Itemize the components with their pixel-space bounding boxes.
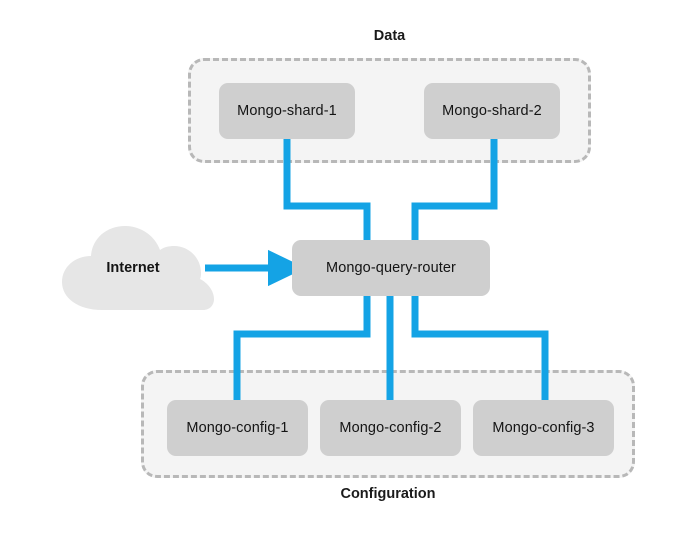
node-internet[interactable]	[58, 222, 218, 314]
group-title-data: Data	[373, 28, 406, 44]
node-internet-label: Internet	[106, 260, 160, 276]
node-mongo-query-router-label: Mongo-query-router	[326, 260, 456, 276]
node-mongo-shard-1[interactable]: Mongo-shard-1	[219, 83, 355, 139]
cloud-icon	[62, 226, 214, 310]
node-mongo-config-3-label: Mongo-config-3	[492, 420, 595, 436]
node-mongo-config-3[interactable]: Mongo-config-3	[473, 400, 614, 456]
node-mongo-shard-2-label: Mongo-shard-2	[442, 103, 542, 119]
node-mongo-config-1[interactable]: Mongo-config-1	[167, 400, 308, 456]
node-mongo-config-2[interactable]: Mongo-config-2	[320, 400, 461, 456]
node-mongo-shard-2[interactable]: Mongo-shard-2	[424, 83, 560, 139]
node-mongo-shard-1-label: Mongo-shard-1	[237, 103, 337, 119]
node-mongo-config-1-label: Mongo-config-1	[186, 420, 289, 436]
group-title-configuration: Configuration	[340, 486, 436, 502]
node-mongo-query-router[interactable]: Mongo-query-router	[292, 240, 490, 296]
node-mongo-config-2-label: Mongo-config-2	[339, 420, 442, 436]
